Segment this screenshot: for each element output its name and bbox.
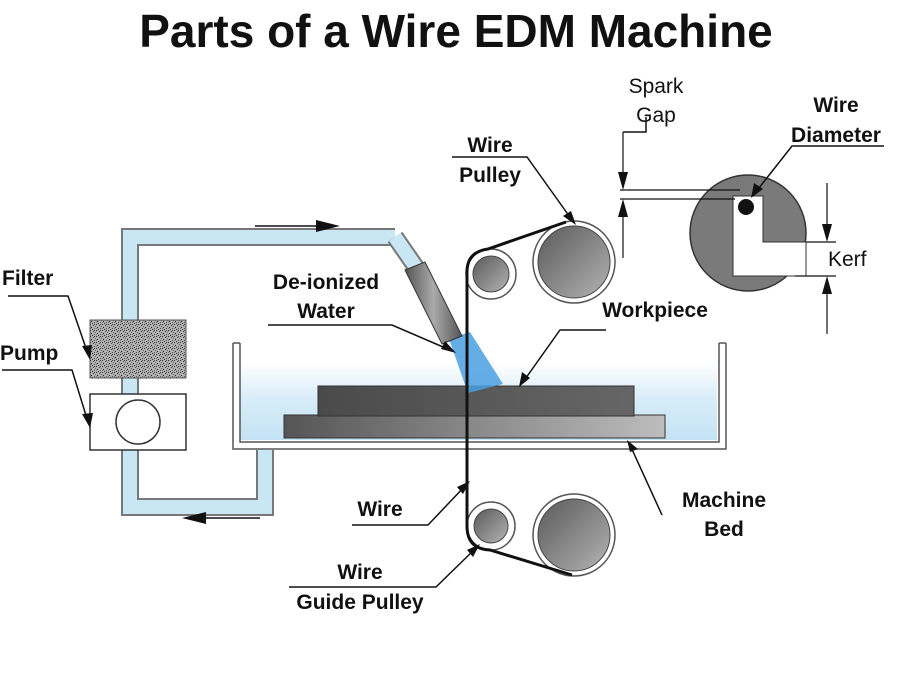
label-wire-diameter-1: Wire (813, 94, 858, 117)
upper-wire-pulley (532, 220, 616, 304)
label-spark-gap-2: Gap (636, 104, 676, 127)
pump (89, 393, 187, 451)
workpiece (317, 385, 635, 417)
upper-guide-pulley (465, 248, 517, 300)
label-wire-diameter-2: Diameter (791, 124, 881, 147)
machine-bed (283, 414, 666, 439)
flow-arrow-top (255, 220, 340, 232)
flow-arrow-bottom (182, 512, 260, 524)
label-deionized-1: De-ionized (273, 271, 379, 294)
label-guide-pulley-2: Guide Pulley (296, 591, 424, 614)
label-spark-gap-1: Spark (629, 75, 684, 98)
leader-lines (2, 117, 884, 588)
label-kerf: Kerf (828, 248, 867, 271)
lower-guide-pulley (466, 501, 516, 551)
label-machine-bed-2: Bed (704, 518, 744, 541)
label-wire-pulley-2: Pulley (459, 164, 521, 187)
label-filter: Filter (2, 267, 53, 290)
filter-block (89, 319, 187, 379)
nozzle (404, 261, 503, 393)
page-title: Parts of a Wire EDM Machine (139, 5, 773, 57)
label-workpiece: Workpiece (602, 299, 708, 322)
label-guide-pulley-1: Wire (337, 561, 382, 584)
label-machine-bed-1: Machine (682, 489, 766, 512)
label-wire-pulley-1: Wire (467, 134, 512, 157)
label-deionized-2: Water (297, 300, 355, 323)
label-wire: Wire (357, 498, 402, 521)
water-pipe (121, 228, 430, 516)
lower-wire-pulley (532, 493, 616, 577)
label-pump: Pump (0, 342, 58, 365)
kerf-detail (618, 132, 836, 334)
